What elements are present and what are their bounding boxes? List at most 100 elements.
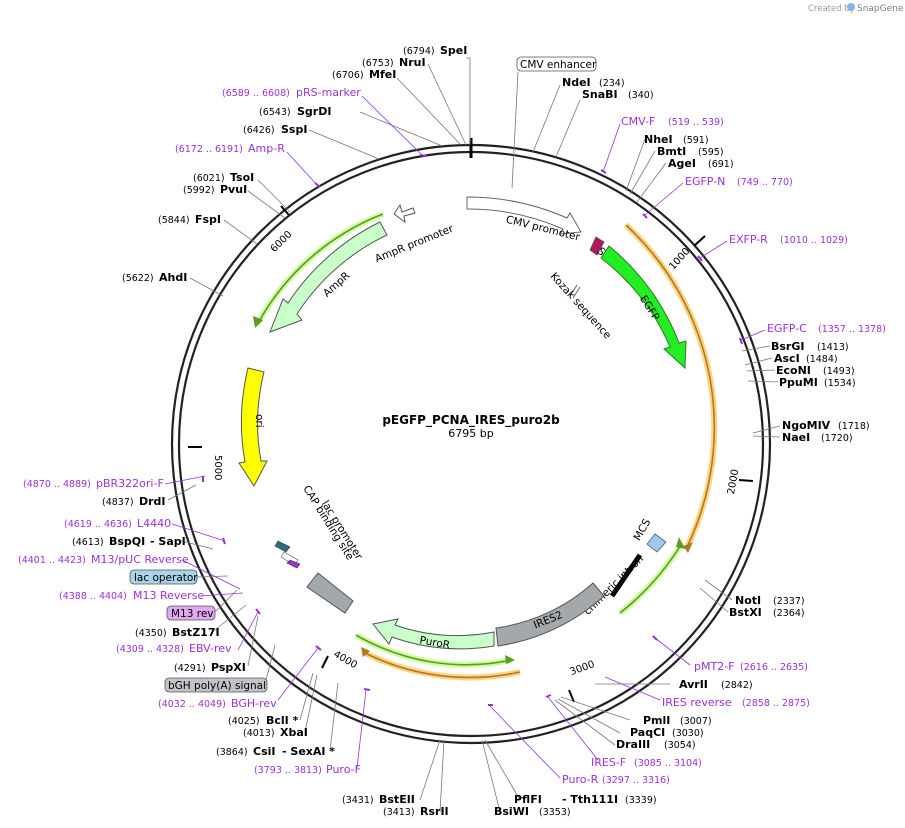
primer-ires-f[interactable]: IRES-F(3085 .. 3104)	[591, 756, 702, 769]
feature-egfp[interactable]	[600, 245, 687, 370]
enzyme-noti[interactable]: NotI(2337)	[735, 594, 805, 607]
enzyme-nhei[interactable]: NheI(591)	[644, 133, 709, 146]
primer-egfp-n[interactable]: EGFP-N(749 .. 770)	[685, 175, 793, 188]
enzyme-name: SnaBI	[582, 88, 618, 101]
primer-exfp-r[interactable]: EXFP-R(1010 .. 1029)	[729, 233, 848, 246]
enzyme-pos: (691)	[708, 159, 734, 170]
enzyme-sgrdi[interactable]: (6543)SgrDI	[259, 105, 331, 118]
enzyme-bspqi[interactable]: (4613)BspQI- SapI	[72, 535, 186, 548]
boxed-cmv-enhancer[interactable]: CMV enhancer	[516, 56, 597, 72]
primer-egfp-c[interactable]: EGFP-C(1357 .. 1378)	[767, 322, 886, 335]
primer-pmt2-f[interactable]: pMT2-F(2616 .. 2635)	[694, 660, 808, 673]
primer-amp-r[interactable]: (6172 .. 6191)Amp-R	[175, 142, 285, 155]
primer-name: L4440	[137, 517, 171, 530]
enzyme-bstz17i[interactable]: (4350)BstZ17I	[135, 626, 220, 639]
primer-name: EGFP-N	[685, 175, 725, 188]
enzyme-agei[interactable]: AgeI(691)	[668, 157, 734, 170]
orf-egfp-arc-glow	[623, 222, 718, 547]
enzyme-ppumi[interactable]: PpuMI(1534)	[779, 376, 856, 389]
feature-sv40-nls[interactable]	[589, 236, 605, 256]
feature-label-kozak: Kozak sequence	[548, 270, 614, 341]
feature-ires2[interactable]	[495, 582, 605, 647]
enzyme-paqci[interactable]: PaqCI(3030)	[630, 726, 704, 739]
enzyme-bstxi[interactable]: BstXI(2364)	[729, 606, 805, 619]
primer-pbr322ori-f[interactable]: (4870 .. 4889)pBR322ori-F	[23, 477, 164, 490]
primer-ebv-rev[interactable]: (4309 .. 4328)EBV-rev	[116, 642, 232, 655]
feature-kozak-mark[interactable]	[569, 284, 578, 297]
ptick-prs	[419, 154, 428, 157]
primer-range: (4870 .. 4889)	[23, 479, 91, 490]
orf-mcs-arc	[619, 542, 683, 614]
leader-cmv-f	[602, 123, 621, 173]
enzyme-tsoi[interactable]: (6021)TsoI	[193, 171, 254, 184]
enzyme-drdi[interactable]: (4837)DrdI	[102, 495, 166, 508]
enzyme-asci[interactable]: AscI(1484)	[774, 352, 838, 365]
primer-prs-marker[interactable]: (6589 .. 6608)pRS-marker	[222, 86, 361, 99]
feature-ampr-promoter[interactable]	[393, 203, 416, 224]
box-label: lac operator	[134, 572, 198, 584]
orf-arcs	[253, 211, 718, 681]
enzyme-nrui[interactable]: (6753)NruI	[362, 56, 426, 69]
primer-cmv-f[interactable]: CMV-F(519 .. 539)	[621, 115, 724, 128]
feature-chimeric-intron[interactable]	[609, 553, 643, 598]
enzyme-fspi[interactable]: (5844)FspI	[158, 213, 221, 226]
leader-sgrdi	[359, 111, 443, 147]
orf-egfp-arrowhead	[683, 542, 693, 553]
enzyme-rsrii[interactable]: (3413)RsrII	[383, 805, 449, 818]
feature-label-puror: PuroR	[419, 634, 451, 651]
boxed-lac-operator[interactable]: lac operator	[129, 569, 198, 585]
enzyme-pos: (1534)	[824, 378, 856, 389]
enzyme-avrii[interactable]: AvrII(2842)	[679, 678, 753, 691]
feature-cmv-promoter[interactable]	[466, 196, 582, 235]
enzyme-bmti[interactable]: BmtI(595)	[657, 145, 724, 158]
enzyme-bsiwi[interactable]: BsiWI(3353)	[494, 805, 571, 818]
feature-bgh-polya-block[interactable]	[306, 572, 354, 614]
feature-puror[interactable]	[372, 618, 495, 650]
enzyme-name: BsrGI	[771, 340, 804, 353]
enzyme-ngomiv[interactable]: NgoMIV(1718)	[782, 419, 870, 432]
leader-econi	[746, 369, 776, 372]
enzyme-mfei[interactable]: (6706)MfeI	[332, 68, 396, 81]
leader-asci	[744, 357, 773, 366]
boxed-bgh-polya-signal[interactable]: bGH poly(A) signal	[164, 677, 268, 693]
orf-puro-orange-arrowhead	[361, 647, 370, 657]
enzyme-name: NaeI	[782, 431, 810, 444]
primer-puro-r[interactable]: Puro-R(3297 .. 3316)	[562, 773, 670, 786]
enzyme-bsrgi[interactable]: BsrGI(1413)	[771, 340, 849, 353]
primer-l4440[interactable]: (4619 .. 4636)L4440	[64, 517, 171, 530]
enzyme-bcli[interactable]: (4025)BclI *	[228, 714, 299, 727]
enzyme-pos: (3431)	[342, 795, 374, 806]
feature-ori[interactable]	[238, 367, 268, 487]
leader-ires-f	[547, 696, 599, 761]
primer-puro-f[interactable]: (3793 .. 3813)Puro-F	[254, 763, 361, 776]
enzyme-naei[interactable]: NaeI(1720)	[782, 431, 853, 444]
primer-m13-puc-reverse[interactable]: (4401 .. 4423)M13/pUC Reverse	[18, 553, 189, 566]
enzyme-snabi[interactable]: SnaBI(340)	[582, 88, 654, 101]
leader-pspxi	[247, 615, 259, 667]
enzyme-xbai[interactable]: (4013)XbaI	[243, 726, 308, 739]
enzyme-ahdi[interactable]: (5622)AhdI	[122, 271, 187, 284]
feature-cap-binding-site[interactable]	[274, 540, 291, 553]
enzyme-pflfi[interactable]: PflFI- Tth111I(3339)	[514, 793, 657, 806]
enzyme-sspi[interactable]: (6426)SspI	[243, 123, 307, 136]
primer-m13-reverse[interactable]: (4388 .. 4404)M13 Reverse	[59, 589, 204, 602]
leader-l4440	[171, 523, 226, 542]
primer-ires-reverse[interactable]: IRES reverse(2858 .. 2875)	[662, 696, 810, 709]
boxed-m13-rev[interactable]: M13 rev	[166, 605, 216, 621]
plasmid-name: pEGFP_PCNA_IRES_puro2b	[382, 413, 560, 428]
enzyme-econi[interactable]: EcoNI(1493)	[776, 364, 855, 377]
enzyme-name: BmtI	[657, 145, 686, 158]
enzyme-ndei[interactable]: NdeI(234)	[562, 76, 625, 89]
enzyme-pspxi[interactable]: (4291)PspXI	[174, 661, 246, 674]
enzyme-name: NgoMIV	[782, 419, 831, 432]
feature-mcs[interactable]	[646, 533, 667, 553]
feature-ampr[interactable]	[269, 221, 388, 333]
primer-bgh-rev[interactable]: (4032 .. 4049)BGH-rev	[158, 697, 277, 710]
enzyme-spei[interactable]: (6794)SpeI	[403, 44, 467, 57]
enzyme-pmli[interactable]: PmlI(3007)	[643, 714, 712, 727]
enzyme-csii[interactable]: (3864)CsiI- SexAI *	[216, 745, 335, 758]
leader-tsoi	[257, 179, 291, 213]
enzyme-pvui[interactable]: (5992)PvuI	[183, 183, 247, 196]
enzyme-bsteii[interactable]: (3431)BstEII	[342, 793, 415, 806]
enzyme-draiii[interactable]: DraIII(3054)	[616, 738, 696, 751]
